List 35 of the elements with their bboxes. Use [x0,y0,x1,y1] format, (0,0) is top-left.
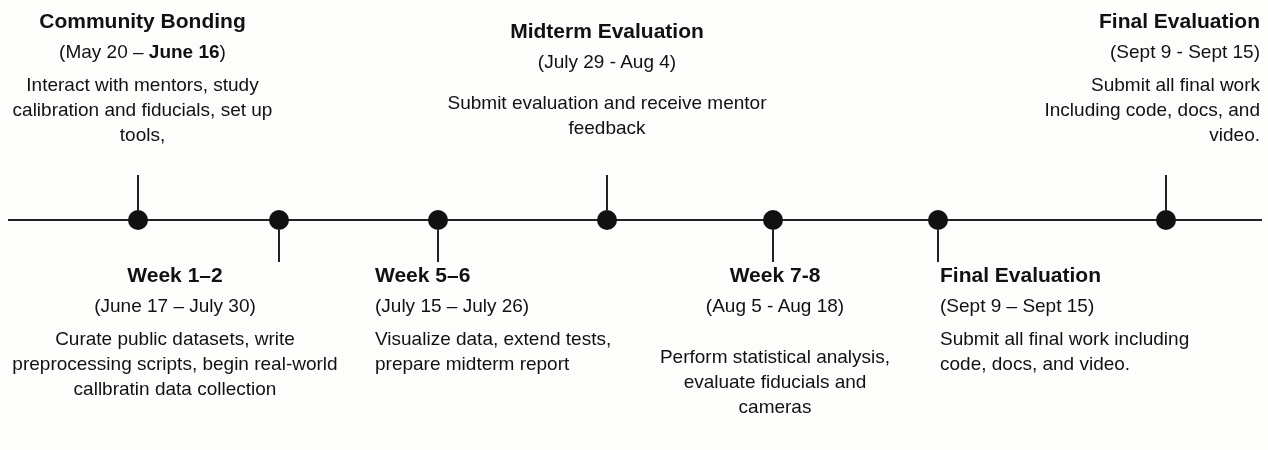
connector-line [437,229,439,263]
milestone-dot [128,210,148,230]
phase-description: Visualize data, extend tests, prepare midterm report [375,327,613,376]
date-range: (Sept 9 – Sept 15) [940,294,1096,318]
phase-heading: Final Evaluation [1097,8,1260,33]
date-range: (July 15 – July 26) [375,294,531,318]
milestone-dot [269,210,289,230]
date-range: (Sept 9 - Sept 15) [1109,40,1260,64]
milestone-dot [1156,210,1176,230]
phase-description: Submit all final work Including code, docs, and video. [1043,73,1260,147]
date-range: (July 29 - Aug 4) [536,50,678,74]
phase-description: Submit all final work including code, docs, and video. [940,327,1190,376]
milestone-dot [597,210,617,230]
connector-line [1165,174,1167,211]
milestone-dot [428,210,448,230]
milestone-dot [763,210,783,230]
phase-description: Interact with mentors, study calibration and fiducials, set up tools, [11,73,274,147]
phase-heading: Week 7-8 [728,262,822,287]
phase-heading: Week 5–6 [375,262,472,287]
connector-line [278,229,280,263]
phase-description: Perform statistical analysis, evaluate fiducials and cameras [658,345,892,419]
connector-line [606,174,608,211]
phase-description: Submit evaluation and receive mentor feedback [446,91,768,140]
date-range: (May 20 – June 16) [58,40,227,64]
connector-line [937,229,939,263]
milestone-dot [928,210,948,230]
phase-heading: Midterm Evaluation [509,18,705,43]
date-range: (Aug 5 - Aug 18) [704,294,846,318]
phase-heading: Community Bonding [38,8,247,33]
phase-heading: Week 1–2 [126,262,224,287]
phase-heading: Final Evaluation [940,262,1103,287]
connector-line [772,229,774,263]
date-range: (June 17 – July 30) [93,294,257,318]
phase-description: Curate public datasets, write preprocessing scripts, begin real-world callbratin data collection [11,327,339,401]
connector-line [137,174,139,211]
